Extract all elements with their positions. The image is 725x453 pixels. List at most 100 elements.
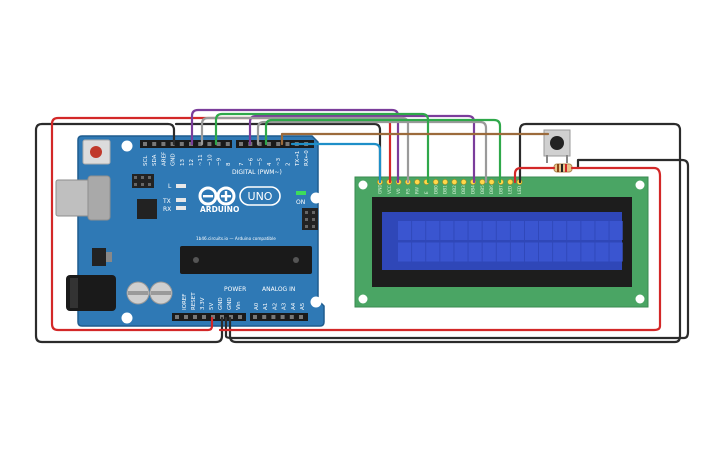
l-label: L	[168, 183, 172, 190]
lcd-char-cell	[609, 242, 623, 262]
lcd-pin-label: RW	[415, 187, 420, 194]
lcd-pin[interactable]	[460, 179, 467, 185]
wire-5v-rail-red[interactable]	[218, 174, 662, 332]
power-header[interactable]	[172, 313, 246, 321]
header-pin-hole[interactable]	[161, 142, 166, 146]
header-pin-hole[interactable]	[211, 315, 215, 319]
arduino-logo	[198, 186, 236, 206]
lcd-pin-label: VCC	[387, 185, 392, 194]
header-pin-hole[interactable]	[262, 315, 267, 319]
lcd-pin-label: E	[424, 191, 429, 194]
lcd-pin-label: V0	[396, 188, 401, 194]
wire-brown-button[interactable]	[280, 132, 550, 146]
reset-button-cap[interactable]	[90, 146, 102, 158]
arduino-brand-text: ARDUINO	[200, 205, 239, 214]
wire-cyan-button[interactable]	[290, 142, 382, 184]
header-pin-hole[interactable]	[225, 142, 230, 146]
wire-green-db4[interactable]	[214, 112, 430, 184]
lcd-pin[interactable]	[414, 179, 421, 185]
lcd-char-cell	[468, 242, 482, 262]
digital-pin-label: GND	[171, 153, 177, 166]
lcd-pin[interactable]	[432, 179, 439, 185]
lcd-pin[interactable]	[442, 179, 448, 185]
digital-pin-label: ~11	[198, 154, 204, 166]
header-pin-hole[interactable]	[276, 142, 281, 146]
lcd-char-cell	[482, 221, 496, 240]
wire-gnd-lcd[interactable]	[228, 122, 682, 344]
lcd-mount-hole	[358, 294, 368, 304]
digital-pin-label: AREF	[161, 152, 167, 166]
header-pin-hole[interactable]	[239, 142, 243, 146]
header-pin-hole[interactable]	[184, 315, 188, 319]
header-pin-hole[interactable]	[152, 142, 157, 146]
wire-lcd-gnd[interactable]	[174, 122, 382, 184]
digital-pin-label: RX←0	[304, 150, 310, 166]
header-pin-hole[interactable]	[285, 142, 290, 146]
digital-pin-label: 8	[226, 162, 232, 166]
led-rx	[176, 206, 186, 210]
header-pin-hole[interactable]	[207, 142, 212, 146]
power-jack[interactable]	[66, 275, 116, 311]
header-pin-hole[interactable]	[198, 142, 203, 146]
analog-header[interactable]	[250, 313, 308, 321]
lcd-pin[interactable]	[507, 179, 514, 185]
lcd-char-cell	[426, 242, 440, 262]
header-pin-hole[interactable]	[170, 142, 175, 146]
lcd-pin[interactable]	[488, 179, 495, 185]
lcd-mount-hole	[358, 180, 368, 190]
lcd-char-cell	[595, 221, 609, 240]
wire-lcd-vcc[interactable]	[513, 166, 556, 184]
lcd-char-cell	[468, 221, 482, 240]
lcd-pin-label: DB1	[443, 185, 448, 194]
wire-grey-db6[interactable]	[256, 120, 488, 184]
lcd-char-cell	[581, 221, 595, 240]
icsp-header[interactable]	[302, 208, 318, 230]
arduino-uno-board[interactable]: ARDUINO UNO L TX RX ON 1b46.circuits.io …	[55, 135, 325, 327]
lcd-char-cell	[412, 221, 426, 240]
power-pin-label: Vin	[236, 301, 242, 310]
lcd-pin-label: DB5	[480, 185, 485, 194]
lcd-char-cell	[398, 242, 412, 262]
header-pin-hole[interactable]	[280, 315, 285, 319]
header-pin-hole[interactable]	[216, 142, 221, 146]
lcd-mount-hole	[635, 294, 645, 304]
lcd-pin-label: DB0	[433, 185, 438, 194]
lcd-char-cell	[482, 242, 496, 262]
power-pin-label: GND	[227, 297, 233, 310]
analog-pin-label: A1	[263, 303, 269, 310]
header-pin-hole[interactable]	[238, 315, 242, 319]
header-pin-hole[interactable]	[271, 315, 276, 319]
header-pin-hole[interactable]	[202, 315, 206, 319]
digital-pin-label: 2	[286, 163, 292, 167]
wire-gnd-black[interactable]	[34, 122, 224, 344]
header-pin-hole[interactable]	[253, 315, 257, 319]
header-pin-hole[interactable]	[175, 315, 179, 319]
digital-header-left[interactable]	[140, 140, 232, 148]
wire-gnd-button[interactable]	[224, 158, 690, 340]
header-pin-hole[interactable]	[143, 142, 147, 146]
uno-badge	[239, 186, 281, 206]
lcd-pin[interactable]	[451, 179, 458, 185]
header-pin-hole[interactable]	[229, 315, 233, 319]
header-pin-hole[interactable]	[193, 315, 197, 319]
mount-hole	[310, 296, 322, 308]
push-button-cap[interactable]	[550, 136, 564, 150]
lcd-mount-hole	[635, 180, 645, 190]
lcd-pin[interactable]	[479, 179, 486, 185]
digital-pin-label: ~6	[248, 157, 254, 166]
lcd-pin-label: DB4	[471, 185, 476, 194]
digital-label: DIGITAL (PWM~)	[232, 169, 282, 176]
digital-header-right[interactable]	[236, 140, 314, 148]
digital-pin-label: 7	[239, 162, 245, 166]
header-pin-hole[interactable]	[266, 142, 271, 146]
header-pin-hole[interactable]	[179, 142, 184, 146]
header-pin-hole[interactable]	[257, 142, 262, 146]
lcd-char-cell	[609, 221, 623, 240]
wire-resistor-red[interactable]	[570, 166, 662, 178]
header-pin-hole[interactable]	[289, 315, 294, 319]
power-pin-label: IOREF	[182, 294, 188, 310]
header-pin-hole[interactable]	[299, 315, 303, 319]
wire-green-db5[interactable]	[264, 118, 502, 184]
